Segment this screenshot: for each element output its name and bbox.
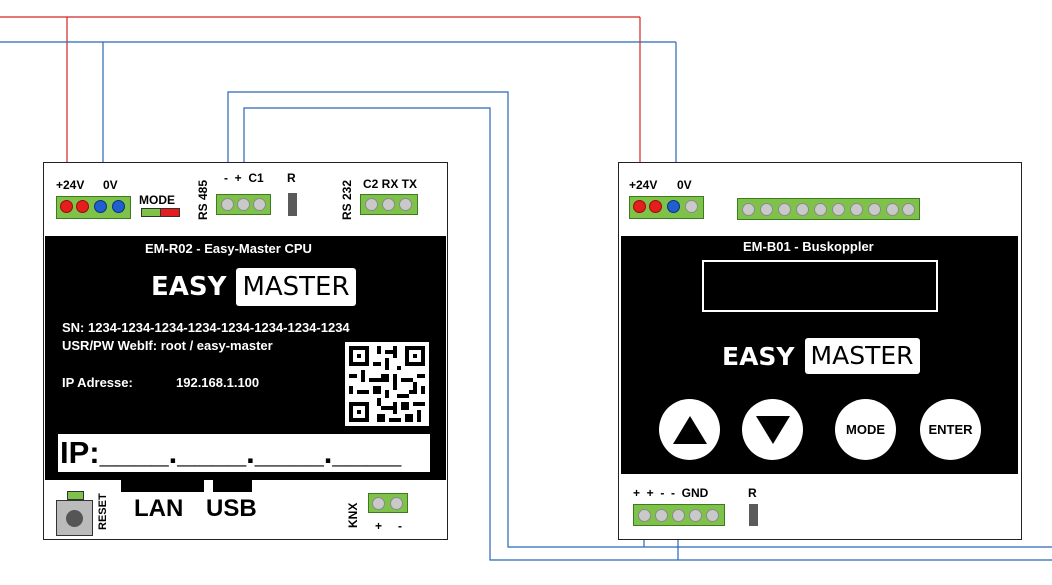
power-terminal[interactable] [56,196,131,219]
display-screen [702,260,938,312]
terminal-pin [399,198,412,211]
terminal-pin [649,200,662,213]
knx-label: KNX [346,502,360,528]
enter-button[interactable]: ENTER [920,399,981,460]
logo-easy-text: EASY [722,341,795,371]
cpu-front-panel: EM-R02 - Easy-Master CPU EASY MASTER SN:… [45,236,446,480]
r-label-left: R [287,171,296,185]
reset-button[interactable] [56,500,93,536]
label-0v: 0V [103,178,118,192]
terminal-pin [221,198,234,211]
terminal-pin [633,200,646,213]
lan-label: LAN [134,495,184,522]
lan-port[interactable] [121,480,204,492]
mode-button[interactable]: MODE [835,399,896,460]
label-0v-right: 0V [677,178,692,192]
usb-label: USB [206,495,257,522]
logo-easy-text: EASY [151,272,227,302]
terminal-pin [706,509,719,522]
power-terminal-right[interactable] [629,196,704,219]
terminal-pin [94,200,107,213]
webif-credentials: USR/PW WebIf: root / easy-master [62,338,273,353]
up-arrow-button[interactable] [659,399,720,460]
reset-label: RESET [97,493,109,530]
ip-write-field-text: IP:____.____.____.____ [60,435,402,470]
terminal-pin [902,203,915,216]
cpu-panel-title: EM-R02 - Easy-Master CPU [145,241,312,256]
rs232-label: RS 232 [340,179,354,220]
knx-terminal[interactable] [368,493,408,513]
terminal-pin [237,198,250,211]
bus-pin-labels: + + - - GND [633,486,709,500]
mode-label: MODE [139,193,175,207]
terminal-pin [655,509,668,522]
logo-master-text: MASTER [804,338,920,374]
serial-number: SN: 1234-1234-1234-1234-1234-1234-1234-1… [62,320,350,335]
r-label-right: R [748,486,757,500]
terminal-pin [886,203,899,216]
bus-terminal[interactable] [633,504,725,526]
usb-port[interactable] [213,480,252,492]
terminal-pin [814,203,827,216]
rs232-pin-labels: C2 RX TX [363,177,418,191]
ip-write-field: IP:____.____.____.____ [58,434,430,472]
terminal-pin [112,200,125,213]
mode-led-green [141,208,161,217]
terminal-pin [672,509,685,522]
logo-master-text: MASTER [236,268,356,306]
terminal-pin [760,203,773,216]
easy-master-logo: EASY MASTER [151,268,356,306]
terminal-pin [778,203,791,216]
up-arrow-icon [672,415,707,444]
label-24v: +24V [56,178,85,192]
down-arrow-button[interactable] [742,399,803,460]
ip-address-value: 192.168.1.100 [176,375,260,390]
terminal-pin [832,203,845,216]
easy-master-logo-right: EASY MASTER [722,338,920,374]
terminal-pin [253,198,266,211]
reset-button-knob [66,510,83,527]
terminal-pin [742,203,755,216]
r-switch-left[interactable] [288,193,297,216]
terminal-pin [60,200,73,213]
io-terminal-strip[interactable] [737,198,920,220]
terminal-pin [372,497,385,510]
knx-plus-label: + [375,519,383,533]
rs232-terminal[interactable] [360,194,418,215]
terminal-pin [796,203,809,216]
terminal-pin [850,203,863,216]
buskoppler-panel-title: EM-B01 - Buskoppler [743,239,874,254]
rs485-terminal[interactable] [216,194,271,215]
qr-code [345,342,429,426]
label-24v-right: +24V [629,178,658,192]
rs485-pin-labels: - + C1 [224,171,264,185]
terminal-pin [667,200,680,213]
terminal-pin [638,509,651,522]
terminal-pin [685,200,698,213]
r-switch-right[interactable] [749,504,758,526]
terminal-pin [76,200,89,213]
reset-led [67,491,84,500]
terminal-pin [689,509,702,522]
down-arrow-icon [755,415,790,444]
ip-address-label: IP Adresse: [62,375,133,390]
terminal-pin [382,198,395,211]
terminal-pin [868,203,881,216]
buskoppler-front-panel: EM-B01 - Buskoppler EASY MASTER MODE ENT… [621,236,1018,474]
mode-led-red [160,208,180,217]
rs485-label: RS 485 [196,179,210,220]
knx-minus-label: - [398,519,402,533]
terminal-pin [390,497,403,510]
terminal-pin [365,198,378,211]
